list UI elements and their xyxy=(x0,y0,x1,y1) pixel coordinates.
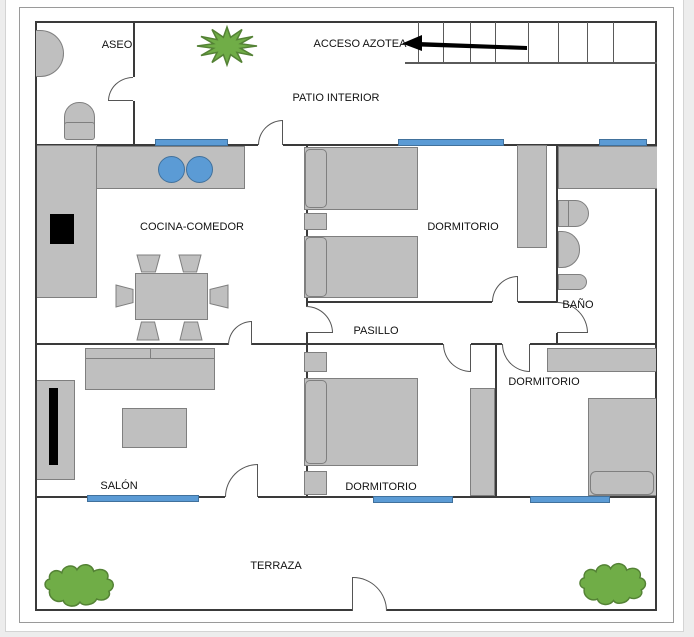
stair-tread xyxy=(470,22,471,62)
wall-bano-left-1 xyxy=(556,144,558,302)
label-pasillo: PASILLO xyxy=(353,325,399,337)
nightstand-bm-top xyxy=(304,352,327,372)
wardrobe-bottom xyxy=(470,388,495,496)
aseo-toilet-tank xyxy=(64,122,95,140)
label-dormitorio-top: DORMITORIO xyxy=(427,221,499,233)
wall-bano-left-2 xyxy=(556,333,558,345)
pillow-top-1 xyxy=(305,149,327,208)
pillow-bottom-middle xyxy=(305,380,327,464)
sink-basin-right xyxy=(186,156,213,183)
aseo-door-leaf xyxy=(108,100,133,101)
sofa xyxy=(85,348,215,390)
terraza-exit-door-leaf xyxy=(352,577,353,611)
sink-basin-left xyxy=(158,156,185,183)
label-patio-interior: PATIO INTERIOR xyxy=(292,92,380,104)
wall-terraza-top-2 xyxy=(258,496,657,498)
label-bano: BAÑO xyxy=(562,299,594,311)
window-dorm-bottom xyxy=(373,496,453,503)
stairs-base-line xyxy=(405,62,657,64)
oven xyxy=(50,214,74,244)
wall-aseo-right-2 xyxy=(133,101,135,145)
border-bottom-1 xyxy=(35,609,353,611)
label-acceso-azotea: ACCESO AZOTEA xyxy=(313,38,407,50)
window-dorm-top xyxy=(398,139,504,146)
nightstand-top xyxy=(304,213,327,230)
sofa-cushion-divider xyxy=(150,349,151,358)
pillow-top-2 xyxy=(305,237,327,297)
pillow-right xyxy=(590,471,654,495)
border-top xyxy=(35,21,657,23)
wall-pasillo-top-1 xyxy=(306,301,492,303)
stair-tread xyxy=(613,22,614,62)
bano-sink xyxy=(558,274,587,290)
dorm-top-door-leaf xyxy=(517,276,518,302)
stair-tread xyxy=(587,22,588,62)
wall-mid-3 xyxy=(471,343,502,345)
nightstand-bm-bottom xyxy=(304,471,327,495)
stair-tread xyxy=(528,22,529,62)
wardrobe-top xyxy=(517,145,547,248)
pasillo-door-leaf xyxy=(306,332,333,333)
bano-toilet-bowl xyxy=(568,200,589,227)
sofa-back-line xyxy=(86,358,214,359)
window-bano xyxy=(599,139,647,146)
bano-closet xyxy=(558,146,657,189)
salon-terraza-door-leaf xyxy=(257,464,258,497)
dorm-bottom-door-leaf xyxy=(470,344,471,372)
wall-aseo-right-1 xyxy=(133,22,135,77)
dining-table xyxy=(135,273,208,320)
label-aseo: ASEO xyxy=(101,39,133,51)
stair-tread xyxy=(418,22,419,62)
stair-tread xyxy=(495,22,496,62)
shelf-right-dorm xyxy=(547,348,656,372)
outer-frame xyxy=(19,7,674,623)
wall-mid-4 xyxy=(530,343,657,345)
window-salon xyxy=(87,495,199,502)
dorm-right-door-leaf xyxy=(529,344,530,372)
wall-mid-1 xyxy=(35,343,228,345)
cocina-salon-door-leaf xyxy=(251,321,252,345)
window-dorm-right xyxy=(530,496,610,503)
wall-patio-bottom-1 xyxy=(35,144,258,146)
wall-mid-2 xyxy=(252,343,443,345)
label-salon: SALÓN xyxy=(100,480,138,492)
stair-tread xyxy=(558,22,559,62)
bano-door-leaf xyxy=(557,332,588,333)
border-left xyxy=(35,21,37,611)
border-bottom-2 xyxy=(387,609,657,611)
coffee-table xyxy=(122,408,187,448)
border-right xyxy=(655,21,657,611)
window-cocina xyxy=(155,139,228,146)
wall-dorms-divider xyxy=(495,343,497,497)
tv-screen xyxy=(49,388,58,465)
patio-door-leaf xyxy=(282,120,283,145)
stair-tread xyxy=(443,22,444,62)
label-terraza: TERRAZA xyxy=(250,560,302,572)
label-dormitorio-right: DORMITORIO xyxy=(508,376,580,388)
label-dormitorio-bottom: DORMITORIO xyxy=(345,481,417,493)
wall-pasillo-top-2 xyxy=(518,301,557,303)
label-cocina-comedor: COCINA-COMEDOR xyxy=(140,221,244,233)
